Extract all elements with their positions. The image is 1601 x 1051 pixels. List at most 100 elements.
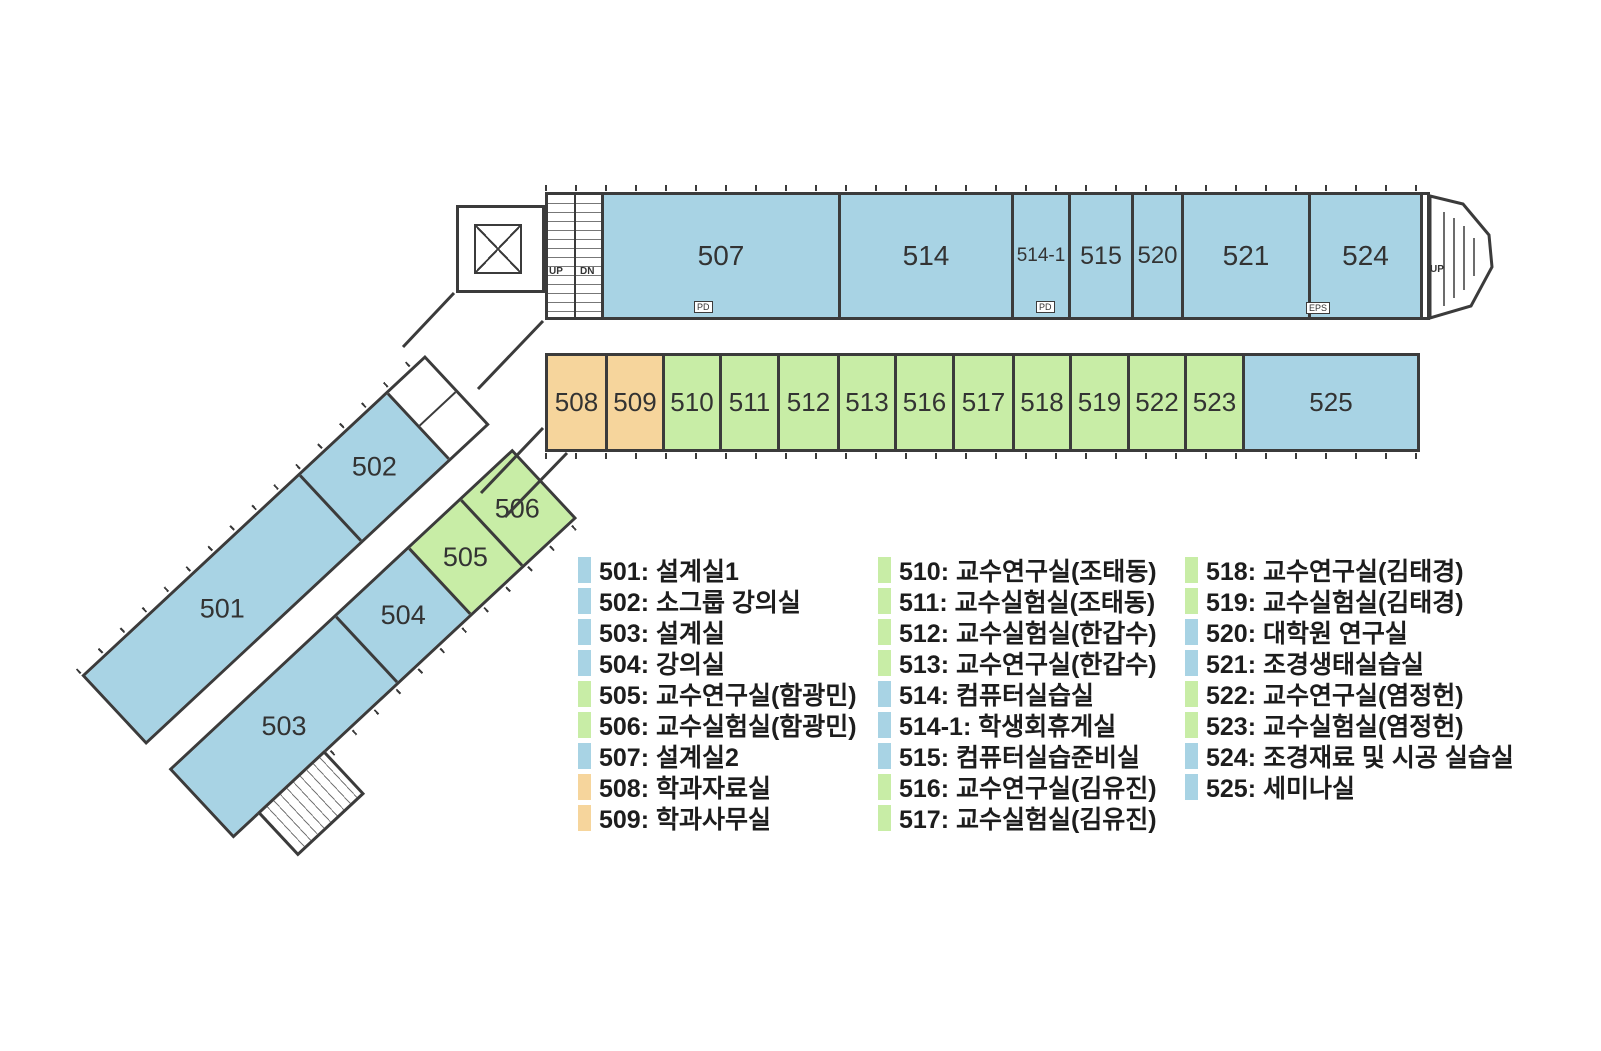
- room-525: 525: [1242, 356, 1417, 449]
- legend-item-label: 506: 교수실험실(함광민): [599, 712, 857, 741]
- legend-color-chip: [1185, 711, 1198, 738]
- dn-label: DN: [580, 266, 595, 277]
- room-520: 520: [1131, 195, 1181, 317]
- legend-color-chip: [878, 556, 891, 583]
- room-512: 512: [777, 356, 837, 449]
- legend-item-label: 524: 조경재료 및 시공 실습실: [1206, 743, 1514, 772]
- elevator-core: [456, 205, 545, 293]
- legend-color-chip: [578, 711, 591, 738]
- legend-color-chip: [878, 742, 891, 769]
- room-510: 510: [662, 356, 719, 449]
- legend-item: 511: 교수실험실(조태동): [878, 587, 1157, 617]
- legend-item: 525: 세미나실: [1185, 773, 1514, 803]
- room-number: 516: [902, 387, 947, 417]
- legend-item: 524: 조경재료 및 시공 실습실: [1185, 742, 1514, 772]
- room-number: 513: [845, 387, 889, 417]
- stairwell-west: [548, 195, 601, 317]
- legend-color-chip: [578, 649, 591, 676]
- room-number: 520: [1137, 242, 1178, 269]
- legend-item: 520: 대학원 연구실: [1185, 618, 1514, 648]
- legend-item-label: 507: 설계실2: [599, 743, 739, 772]
- legend-color-chip: [878, 618, 891, 645]
- legend-item: 508: 학과자료실: [578, 773, 857, 803]
- room-521: 521: [1181, 195, 1308, 317]
- north-wing-band: 507 514 514-1 515 520 521 524: [545, 192, 1430, 320]
- legend-item-label: 517: 교수실험실(김유진): [899, 805, 1157, 834]
- room-516: 516: [894, 356, 952, 449]
- legend-color-chip: [578, 556, 591, 583]
- room-518: 518: [1012, 356, 1069, 449]
- room-number: 501: [200, 593, 246, 624]
- legend-item: 506: 교수실험실(함광민): [578, 711, 857, 741]
- legend-color-chip: [578, 804, 591, 831]
- legend-item-label: 523: 교수실험실(염정헌): [1206, 712, 1464, 741]
- legend-item-label: 516: 교수연구실(김유진): [899, 774, 1157, 803]
- legend-item: 521: 조경생태실습실: [1185, 649, 1514, 679]
- legend-item: 515: 컴퓨터실습준비실: [878, 742, 1157, 772]
- room-514-1: 514-1: [1011, 195, 1068, 317]
- room-number: 508: [554, 387, 599, 417]
- room-number: 509: [613, 387, 657, 417]
- legend-color-chip: [878, 680, 891, 707]
- legend-color-chip: [1185, 649, 1198, 676]
- legend-item-label: 510: 교수연구실(조태동): [899, 557, 1157, 586]
- legend-item-label: 514: 컴퓨터실습실: [899, 681, 1094, 710]
- room-number: 511: [728, 387, 771, 417]
- room-number: 522: [1135, 387, 1179, 417]
- legend-color-chip: [1185, 587, 1198, 614]
- room-number: 503: [261, 710, 307, 741]
- legend-item: 518: 교수연구실(김태경): [1185, 556, 1514, 586]
- legend-item-label: 512: 교수실험실(한갑수): [899, 619, 1157, 648]
- room-number: 514-1: [1016, 245, 1066, 266]
- legend-item: 504: 강의실: [578, 649, 857, 679]
- legend-color-chip: [878, 773, 891, 800]
- room-522: 522: [1127, 356, 1184, 449]
- diagonal-wing: 501 502 503 504 505 506: [75, 349, 583, 857]
- room-508: 508: [548, 356, 605, 449]
- legend-item: 505: 교수연구실(함광민): [578, 680, 857, 710]
- legend-item: 510: 교수연구실(조태동): [878, 556, 1157, 586]
- legend-item: 514: 컴퓨터실습실: [878, 680, 1157, 710]
- legend-item-label: 522: 교수연구실(염정헌): [1206, 681, 1464, 710]
- room-507: 507: [601, 195, 838, 317]
- window-ticks-north: [545, 185, 1430, 191]
- room-number: 506: [495, 493, 541, 524]
- room-514: 514: [838, 195, 1011, 317]
- legend-item: 502: 소그룹 강의실: [578, 587, 857, 617]
- legend-column-2: 510: 교수연구실(조태동) 511: 교수실험실(조태동) 512: 교수실…: [878, 556, 1157, 834]
- legend-color-chip: [578, 773, 591, 800]
- legend-color-chip: [878, 587, 891, 614]
- legend-item-label: 520: 대학원 연구실: [1206, 619, 1408, 648]
- legend-item-label: 519: 교수실험실(김태경): [1206, 588, 1464, 617]
- room-number: 514: [902, 240, 950, 271]
- room-number: 505: [443, 541, 489, 572]
- room-number: 521: [1222, 240, 1270, 271]
- legend-item: 517: 교수실험실(김유진): [878, 804, 1157, 834]
- room-number: 523: [1192, 387, 1237, 417]
- legend-item-label: 501: 설계실1: [599, 557, 739, 586]
- legend-item: 516: 교수연구실(김유진): [878, 773, 1157, 803]
- room-519: 519: [1069, 356, 1127, 449]
- room-number: 504: [380, 599, 426, 630]
- room-number: 524: [1342, 240, 1389, 271]
- legend-item: 503: 설계실: [578, 618, 857, 648]
- pd-label: PD: [1036, 301, 1055, 313]
- window-ticks-south: [545, 453, 1420, 459]
- legend-color-chip: [1185, 618, 1198, 645]
- room-number: 507: [697, 240, 745, 271]
- legend-item-label: 521: 조경생태실습실: [1206, 650, 1424, 679]
- up-label: UP: [549, 266, 563, 277]
- legend-color-chip: [1185, 742, 1198, 769]
- room-number: 515: [1080, 241, 1122, 270]
- room-509: 509: [605, 356, 662, 449]
- stairwell-east-cap: [1428, 194, 1494, 321]
- legend-color-chip: [878, 649, 891, 676]
- room-517: 517: [952, 356, 1012, 449]
- legend-item: 514-1: 학생회휴게실: [878, 711, 1157, 741]
- legend-item-label: 514-1: 학생회휴게실: [899, 712, 1117, 741]
- room-number: 518: [1020, 387, 1064, 417]
- legend-item-label: 515: 컴퓨터실습준비실: [899, 743, 1140, 772]
- legend-column-1: 501: 설계실1 502: 소그룹 강의실 503: 설계실 504: 강의실…: [578, 556, 857, 834]
- legend-color-chip: [578, 618, 591, 645]
